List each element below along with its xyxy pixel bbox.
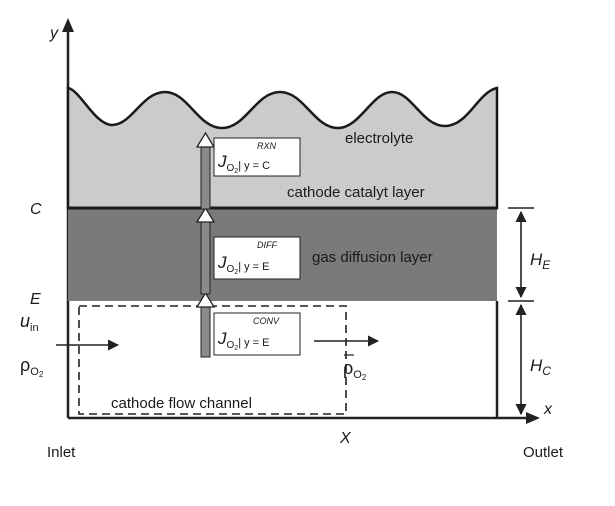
gas-diffusion-label: gas diffusion layer (312, 249, 433, 266)
flux-conv-sup: CONV (253, 316, 280, 326)
flux-arrow-conv (195, 291, 216, 358)
y-axis-label: y (49, 25, 59, 42)
flux-diff-label: JO2| y = E (217, 253, 269, 276)
outlet-density-label: ρO2 (343, 358, 367, 382)
y-axis-arrowhead (62, 18, 74, 32)
x-axis-label: x (543, 401, 553, 418)
inlet-label: Inlet (47, 444, 76, 461)
flux-conv-label: JO2| y = E (217, 329, 269, 352)
electrolyte-label: electrolyte (345, 130, 413, 147)
dim-he-label: HE (530, 250, 551, 272)
outlet-label: Outlet (523, 444, 564, 461)
inlet-density-label: ρO2 (20, 355, 44, 379)
flux-arrow-diff (195, 206, 216, 295)
level-c-label: C (30, 201, 42, 218)
flux-rxn-label: JO2| y = C (217, 152, 270, 175)
flux-conv-box: CONV JO2| y = E (213, 312, 301, 356)
position-x-label: X (339, 430, 352, 447)
inlet-velocity-label: uin (20, 311, 39, 334)
flux-diff-box: DIFF JO2| y = E (213, 236, 301, 280)
flux-diff-sup: DIFF (257, 240, 277, 250)
dim-hc-label: HC (530, 356, 551, 378)
flux-rxn-sup: RXN (257, 141, 277, 151)
catalyst-layer-label: cathode catalyt layer (287, 184, 425, 201)
level-e-label: E (30, 291, 41, 308)
flux-rxn-box: RXN JO2| y = C (213, 137, 301, 177)
flux-arrow-rxn (195, 131, 216, 210)
flow-channel-label: cathode flow channel (111, 395, 252, 412)
